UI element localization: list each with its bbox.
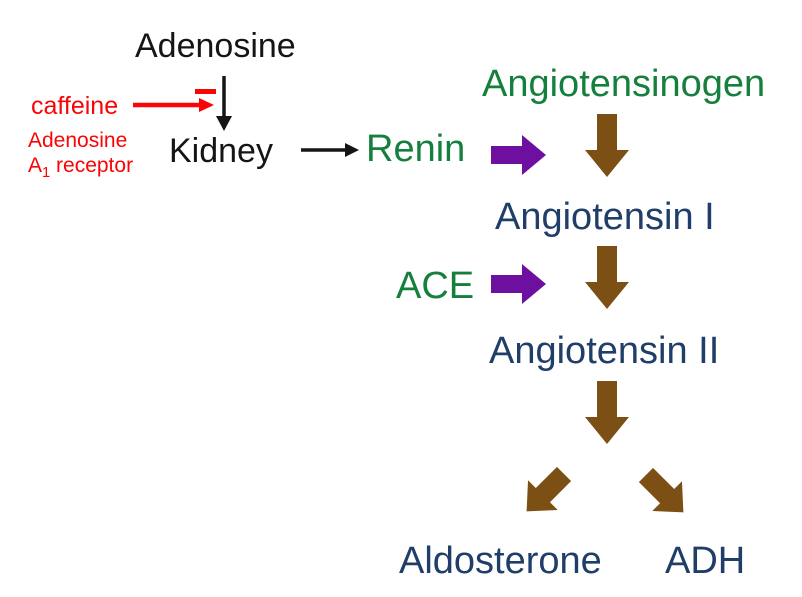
angiotensin-ii-down-arrow-icon xyxy=(585,381,629,444)
aldosterone-label: Aldosterone xyxy=(399,540,602,582)
angiotensin-i-label: Angiotensin I xyxy=(495,196,715,238)
angiotensin-i-down-arrow-icon xyxy=(585,246,629,309)
kidney-label: Kidney xyxy=(169,132,273,170)
angiotensinogen-down-arrow-icon xyxy=(585,114,629,177)
ace-label: ACE xyxy=(396,265,475,307)
to-aldosterone-diagonal-arrow-icon xyxy=(526,466,572,512)
renin-label: Renin xyxy=(366,128,466,170)
renin-block-right-arrow-icon xyxy=(491,135,546,175)
receptor-label-line2: A1 receptor xyxy=(28,153,134,182)
adenosine-a1-receptor-label: Adenosine A1 receptor xyxy=(28,129,133,183)
receptor-label-line1: Adenosine xyxy=(28,129,128,152)
kidney-to-renin-arrow-icon xyxy=(301,143,359,157)
adenosine-to-kidney-down-arrow-icon xyxy=(216,76,232,131)
ace-block-right-arrow-icon xyxy=(491,264,546,304)
adh-label: ADH xyxy=(665,540,746,582)
angiotensin-ii-label: Angiotensin II xyxy=(489,330,720,372)
inhibition-minus-icon xyxy=(195,89,216,94)
angiotensinogen-label: Angiotensinogen xyxy=(482,63,766,105)
caffeine-label: caffeine xyxy=(31,92,119,120)
caffeine-inhibit-arrow-icon xyxy=(133,98,214,112)
adenosine-label: Adenosine xyxy=(135,27,296,65)
to-adh-diagonal-arrow-icon xyxy=(638,467,684,513)
